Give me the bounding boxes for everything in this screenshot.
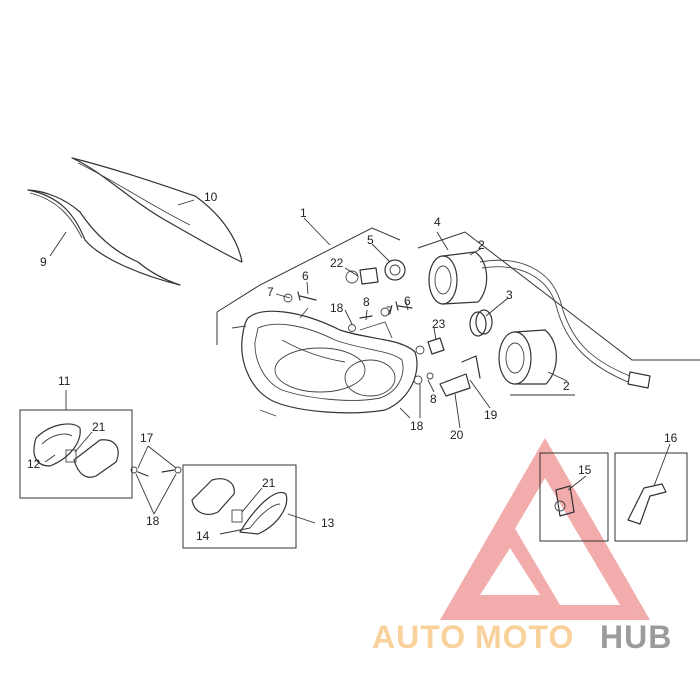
callout-labels: 1 2 2 3 4 5 6 6 7 7 8 8 9 10 11 12 13 14… — [27, 190, 678, 543]
part-19-holder — [461, 355, 481, 379]
part-23-bulb — [415, 337, 445, 355]
callout-2-lower: 2 — [563, 379, 570, 393]
callout-6-left: 6 — [302, 269, 309, 283]
callout-6-right: 6 — [404, 294, 411, 308]
wiring-harness — [479, 259, 651, 389]
callout-7-left: 7 — [267, 285, 274, 299]
watermark-text-auto: AUTO — [372, 619, 466, 655]
callout-16: 16 — [664, 431, 678, 445]
right-indicator-box — [182, 464, 297, 549]
part-3-ring — [469, 309, 493, 337]
left-indicator-box — [19, 409, 133, 499]
part-22-bulb — [345, 267, 379, 285]
headlight-assembly-outline — [216, 227, 401, 345]
callout-5: 5 — [367, 233, 374, 247]
callout-9: 9 — [40, 255, 47, 269]
callout-3: 3 — [506, 288, 513, 302]
part-4-assembly-outline — [417, 231, 700, 396]
callout-22: 22 — [330, 256, 344, 270]
watermark-text: AUTO MOTO HUB — [372, 619, 672, 655]
watermark-text-moto: MOTO — [475, 619, 574, 655]
part-2-cap-upper — [428, 251, 488, 305]
leader-lines — [44, 199, 671, 535]
callout-12: 12 — [27, 457, 41, 471]
callout-21-left: 21 — [92, 420, 106, 434]
watermark-logo — [440, 438, 650, 620]
callout-8-lower: 8 — [430, 392, 437, 406]
part-16-box — [614, 452, 688, 542]
indicator-screws — [130, 466, 182, 477]
callout-18-upper: 18 — [330, 301, 344, 315]
callout-11: 11 — [58, 374, 71, 388]
part-15-box — [539, 452, 609, 542]
part-1-headlight-housing — [231, 307, 418, 419]
callout-14: 14 — [196, 529, 210, 543]
callout-2-upper: 2 — [478, 238, 485, 252]
callout-8-upper: 8 — [363, 295, 370, 309]
callout-18-lower: 18 — [410, 419, 424, 433]
part-2-cap-lower — [498, 329, 557, 385]
part-9-fairing-strip — [27, 189, 181, 286]
part-10-fairing-strip — [71, 157, 243, 263]
callout-20: 20 — [450, 428, 464, 442]
callout-19: 19 — [484, 408, 498, 422]
callout-7-right: 7 — [386, 304, 393, 318]
callout-23: 23 — [432, 317, 446, 331]
watermark-text-hub: HUB — [600, 619, 672, 655]
screws-group-upper — [283, 291, 413, 332]
callout-17: 17 — [140, 431, 154, 445]
callout-1: 1 — [300, 206, 307, 220]
callout-21-right: 21 — [262, 476, 276, 490]
callout-13: 13 — [321, 516, 335, 530]
part-20-bulb — [439, 373, 471, 397]
callout-4: 4 — [434, 215, 441, 229]
callout-10: 10 — [204, 190, 218, 204]
callout-18-box: 18 — [146, 514, 160, 528]
callout-15: 15 — [578, 463, 592, 477]
part-8-washer — [413, 372, 434, 385]
part-5-bulb-cover — [384, 259, 406, 281]
